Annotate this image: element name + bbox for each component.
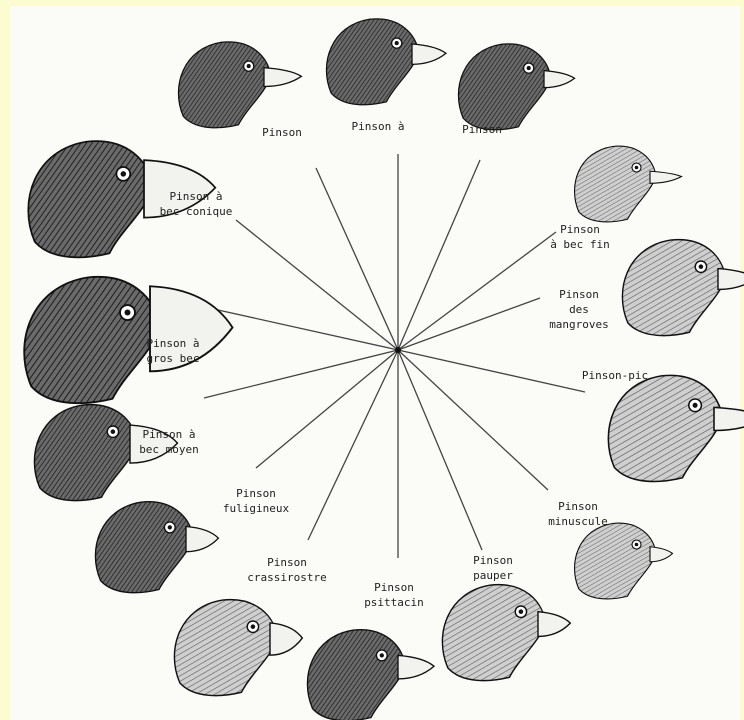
pupil-icon <box>168 525 172 529</box>
label-psittacin: Pinson psittacin <box>354 580 434 610</box>
radial-line <box>218 310 398 350</box>
radial-line <box>398 350 585 392</box>
pupil-icon <box>635 166 639 170</box>
beak-icon <box>714 407 744 430</box>
thick-billed-finch <box>174 600 302 696</box>
top-center-finch <box>326 19 446 105</box>
finch-head-icon <box>95 502 193 593</box>
small-finch <box>575 523 673 599</box>
finch-head-icon <box>178 42 270 128</box>
center-point <box>395 347 401 353</box>
finch-head-icon <box>442 585 545 681</box>
label-top-left: Pinson <box>252 125 312 138</box>
beak-icon <box>650 171 682 183</box>
finch-head-icon <box>174 600 277 696</box>
radial-line <box>398 232 556 350</box>
label-minuscule: Pinson minuscule <box>538 499 618 529</box>
top-left-finch <box>178 42 301 128</box>
label-bec-conique: Pinson à bec conique <box>150 189 242 219</box>
finch-head-icon <box>608 375 722 481</box>
radial-line <box>316 168 398 350</box>
radial-line <box>308 350 398 540</box>
warbler-finch <box>575 146 682 222</box>
finch-head-icon <box>326 19 418 105</box>
parrot-finch <box>307 630 434 720</box>
beak-icon <box>270 623 302 655</box>
beak-icon <box>264 68 301 87</box>
finch-head-icon <box>28 141 153 257</box>
finch-head-icon <box>307 630 405 720</box>
pupil-icon <box>247 64 251 68</box>
radial-line <box>398 350 548 490</box>
radial-line <box>398 160 480 350</box>
label-top-center: Pinson à <box>338 119 418 132</box>
top-right-finch <box>458 44 574 130</box>
label-gros-bec: Pinson à gros bec <box>132 336 214 366</box>
pupil-icon <box>125 310 131 316</box>
beak-icon <box>186 527 218 552</box>
pupil-icon <box>527 66 531 70</box>
pupil-icon <box>111 429 116 434</box>
finch-head-icon <box>575 523 656 599</box>
beak-icon <box>398 655 434 678</box>
finch-head-icon <box>34 405 137 501</box>
label-bec-moyen: Pinson à bec moyen <box>128 427 210 457</box>
beak-icon <box>650 547 673 562</box>
finch-head-icon <box>575 146 656 222</box>
radial-line <box>236 220 398 350</box>
beak-icon <box>718 269 744 290</box>
beak-icon <box>412 44 446 64</box>
radial-line <box>398 298 540 350</box>
pupil-icon <box>251 624 256 629</box>
pupil-icon <box>121 171 127 177</box>
label-bec-fin: Pinson à bec fin <box>540 222 620 252</box>
mangrove-finch <box>622 240 744 336</box>
beak-icon <box>544 71 575 88</box>
label-top-right: Pinson <box>452 122 512 135</box>
pupil-icon <box>395 41 399 45</box>
woodpecker-finch <box>608 375 744 481</box>
label-pauper: Pinson pauper <box>458 553 528 583</box>
pupil-icon <box>693 403 698 408</box>
pupil-icon <box>635 543 639 547</box>
finch-head-icon <box>458 44 550 130</box>
pupil-icon <box>519 609 524 614</box>
radial-line <box>398 350 482 550</box>
label-mangroves: Pinson des mangroves <box>534 287 624 332</box>
label-crassirostre: Pinson crassirostre <box>232 555 342 585</box>
pauper-finch <box>442 585 570 681</box>
pupil-icon <box>699 264 704 269</box>
sooty-finch <box>95 502 218 593</box>
beak-icon <box>538 612 570 637</box>
pupil-icon <box>380 653 384 657</box>
label-fuligineux: Pinson fuligineux <box>212 486 300 516</box>
finch-head-icon <box>622 240 725 336</box>
label-pinson-pic: Pinson-pic <box>570 368 660 383</box>
